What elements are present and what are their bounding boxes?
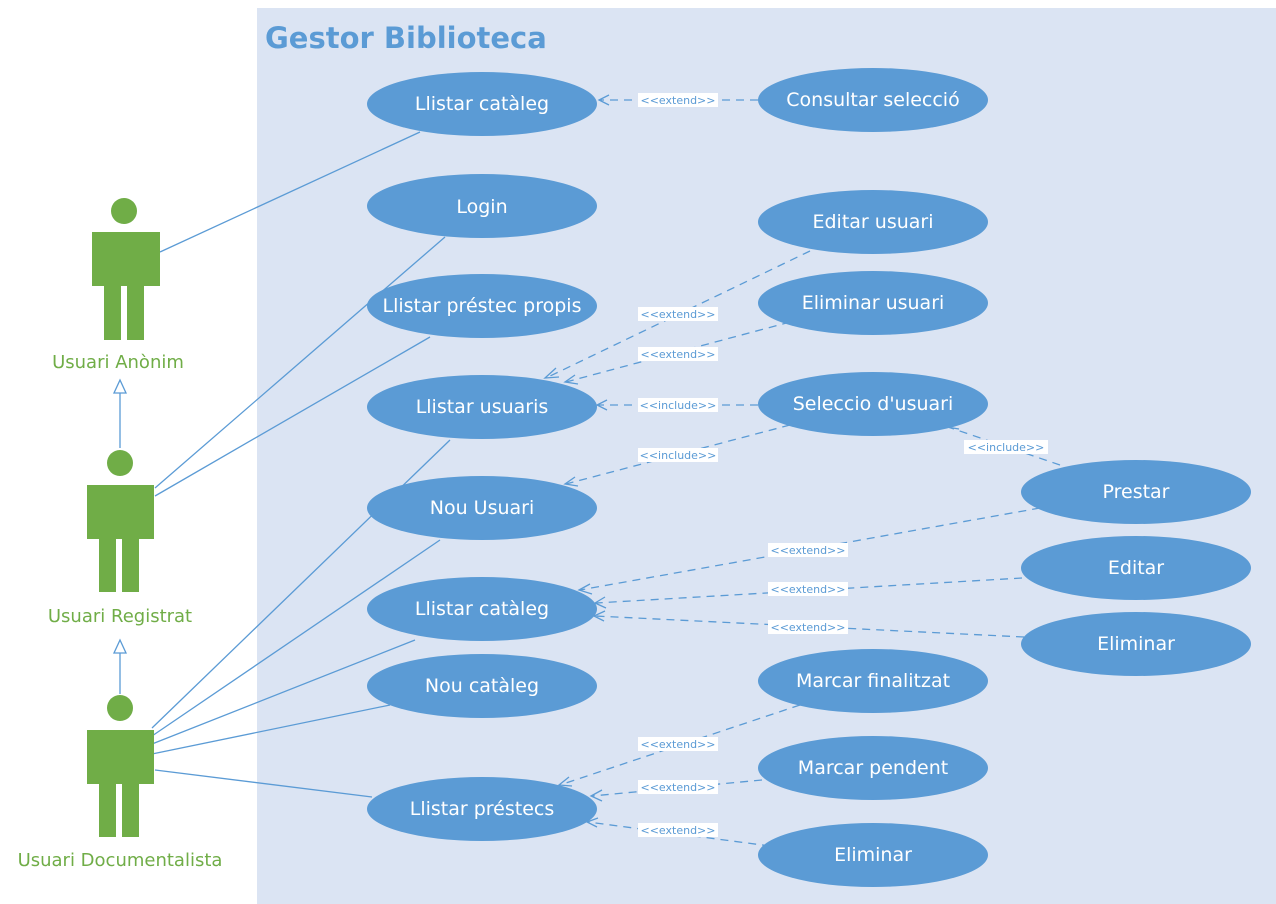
gen-head-anonim [112, 378, 128, 394]
use-case-marcar-pendent[interactable]: Marcar pendent [758, 736, 988, 800]
arrow-head [557, 776, 573, 787]
use-case-label: Login [456, 196, 507, 218]
arrow-head [563, 476, 579, 487]
stereotype-include: <<include>> [968, 441, 1045, 454]
use-case-label: Llistar préstecs [410, 798, 555, 820]
use-case-eliminar-2[interactable]: Eliminar [758, 823, 988, 887]
use-case-llistar-cataleg[interactable]: Llistar catàleg [367, 72, 597, 136]
use-case-label: Llistar préstec propis [383, 295, 582, 317]
use-case-label: Nou catàleg [425, 675, 539, 697]
actor-usuari-anonim[interactable]: Usuari Anònim [52, 198, 184, 373]
arrow-head [543, 367, 560, 379]
actor-label: Usuari Documentalista [18, 850, 223, 871]
arrow-head [593, 596, 607, 609]
stereotype-extend: <<extend>> [771, 583, 846, 596]
stereotype-extend: <<extend>> [641, 824, 716, 837]
actor-usuari-registrat[interactable]: Usuari Registrat [48, 450, 192, 627]
use-case-llistar-prestec-propis[interactable]: Llistar préstec propis [367, 274, 597, 338]
actor-label: Usuari Anònim [52, 352, 184, 373]
stereotype-include: <<include>> [640, 449, 717, 462]
gen-head-registrat [112, 638, 128, 654]
use-case-llistar-prestecs[interactable]: Llistar préstecs [367, 777, 597, 841]
stereotype-extend: <<extend>> [641, 781, 716, 794]
use-case-editar-usuari[interactable]: Editar usuari [758, 190, 988, 254]
arrow-head [597, 94, 610, 106]
actor-figure-icon [87, 450, 154, 592]
use-case-nou-usuari[interactable]: Nou Usuari [367, 476, 597, 540]
use-case-prestar[interactable]: Prestar [1021, 460, 1251, 524]
use-case-label: Marcar finalitzat [796, 670, 950, 692]
system-title: Gestor Biblioteca [265, 21, 547, 55]
use-case-label: Editar [1108, 557, 1164, 579]
actor-usuari-documentalista[interactable]: Usuari Documentalista [18, 695, 223, 871]
use-case-eliminar-usuari[interactable]: Eliminar usuari [758, 271, 988, 335]
use-case-label: Llistar catàleg [415, 93, 549, 115]
stereotype-include: <<include>> [640, 399, 717, 412]
use-case-label: Editar usuari [812, 211, 933, 233]
use-case-label: Marcar pendent [798, 757, 948, 779]
use-case-label: Eliminar usuari [802, 292, 945, 314]
use-case-label: Prestar [1102, 481, 1169, 503]
arrow-head [577, 583, 593, 595]
use-case-seleccio-usuari[interactable]: Seleccio d'usuari [758, 372, 988, 436]
actor-figure-icon [87, 695, 154, 837]
arrow-head [563, 374, 579, 385]
actor-figure-icon [92, 198, 160, 340]
associations [151, 131, 451, 798]
use-case-label: Llistar catàleg [415, 598, 549, 620]
assoc-anonim-llistar-cataleg [159, 131, 421, 253]
arrow-head [595, 399, 608, 411]
stereotype-extend: <<extend>> [771, 621, 846, 634]
use-case-llistar-usuaris[interactable]: Llistar usuaris [367, 375, 597, 439]
dep-prestar [579, 507, 1041, 591]
assoc-registrat-login [154, 236, 446, 489]
assoc-registrat-llistar-prestec-propis [154, 336, 431, 497]
stereotype-extend: <<extend>> [641, 348, 716, 361]
system-boundary [257, 8, 1276, 904]
actor-label: Usuari Registrat [48, 606, 192, 627]
use-case-label: Eliminar [834, 844, 912, 866]
use-case-label: Consultar selecció [786, 89, 959, 111]
assoc-doc-llistar-prestecs [154, 769, 373, 798]
use-case-editar[interactable]: Editar [1021, 536, 1251, 600]
arrow-head [589, 789, 603, 802]
use-case-label: Seleccio d'usuari [793, 393, 954, 415]
use-case-label: Eliminar [1097, 633, 1175, 655]
use-case-consultar-seleccio[interactable]: Consultar selecció [758, 68, 988, 132]
use-cases: Llistar catàleg Consultar selecció Login… [367, 68, 1251, 887]
assoc-doc-nou-cataleg [151, 704, 391, 755]
assoc-doc-llistar-cataleg [151, 639, 416, 745]
generalizations [112, 378, 128, 694]
use-case-login[interactable]: Login [367, 174, 597, 238]
use-case-llistar-cataleg-2[interactable]: Llistar catàleg [367, 577, 597, 641]
stereotype-extend: <<extend>> [641, 94, 716, 107]
stereotype-extend: <<extend>> [771, 544, 846, 557]
use-case-label: Llistar usuaris [416, 396, 549, 418]
use-case-marcar-finalitzat[interactable]: Marcar finalitzat [758, 649, 988, 713]
stereotype-extend: <<extend>> [641, 308, 716, 321]
assoc-doc-nou-usuari [151, 539, 441, 737]
use-case-label: Nou Usuari [430, 497, 535, 519]
use-case-nou-cataleg[interactable]: Nou catàleg [367, 654, 597, 718]
stereotype-labels: <<extend>> <<extend>> <<extend>> <<inclu… [638, 93, 1048, 837]
stereotype-extend: <<extend>> [641, 738, 716, 751]
use-case-eliminar[interactable]: Eliminar [1021, 612, 1251, 676]
